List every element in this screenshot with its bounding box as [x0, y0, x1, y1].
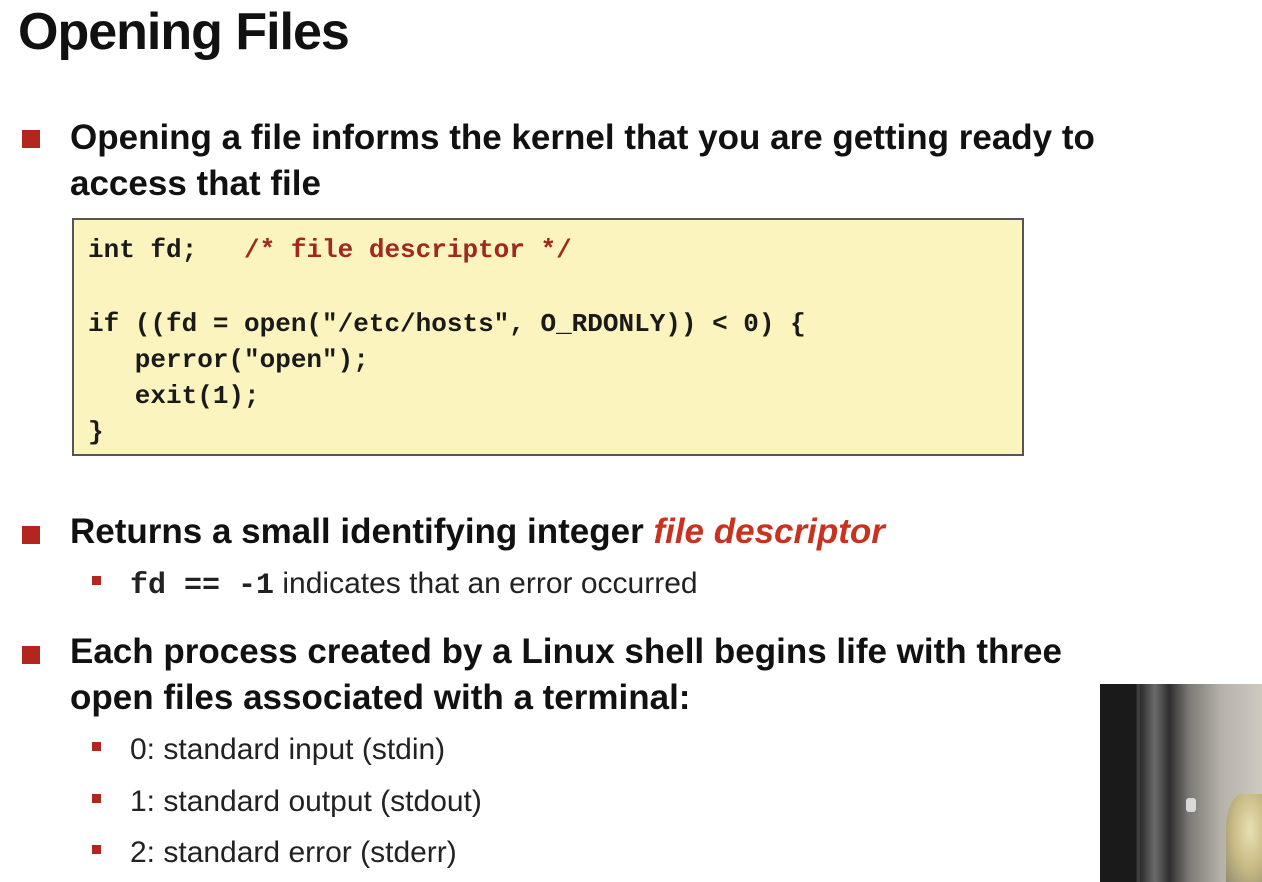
- bullet2-sub: fd == -1 indicates that an error occurre…: [130, 564, 698, 606]
- bullet2-prefix: Returns a small identifying integer: [70, 512, 654, 551]
- bullet1-line2: access that file: [70, 164, 321, 203]
- code-line-1-code: int fd;: [88, 235, 245, 265]
- bullet1-line1: Opening a file informs the kernel that y…: [70, 118, 1095, 157]
- bullet3-sub-stderr: 2: standard error (stderr): [130, 836, 457, 869]
- video-door-frame: [1140, 684, 1170, 882]
- bullet2-sub-text: indicates that an error occurred: [274, 567, 698, 600]
- bullet-square: [22, 646, 40, 664]
- video-speaker: [1226, 794, 1262, 882]
- sub-bullet-square: [92, 845, 101, 854]
- bullet3-line2: open files associated with a terminal:: [70, 678, 691, 717]
- code-line-4: exit(1);: [88, 381, 260, 411]
- bullet3-sub-stdin: 0: standard input (stdin): [130, 733, 446, 766]
- bullet2-emphasis: file descriptor: [653, 512, 885, 551]
- bullet2-text: Returns a small identifying integer file…: [70, 508, 885, 556]
- code-comment: /* file descriptor */: [244, 235, 572, 265]
- bullet-square: [22, 526, 40, 544]
- code-block: int fd; /* file descriptor */ if ((fd = …: [72, 218, 1024, 456]
- video-thumbnail: [1100, 684, 1262, 882]
- video-door-knob: [1186, 798, 1196, 812]
- code-line-1: int fd; /* file descriptor */: [88, 232, 572, 268]
- bullet3-line1: Each process created by a Linux shell be…: [70, 632, 1062, 671]
- sub-bullet-square: [92, 742, 101, 751]
- code-line-2: if ((fd = open("/etc/hosts", O_RDONLY)) …: [88, 309, 806, 339]
- slide-title: Opening Files: [18, 3, 350, 61]
- code-line-5: }: [88, 417, 104, 447]
- bullet-square: [22, 130, 40, 148]
- sub-bullet-square: [92, 576, 101, 585]
- bullet2-sub-code: fd == -1: [130, 569, 275, 603]
- bullet3-sub-stdout: 1: standard output (stdout): [130, 785, 482, 818]
- code-line-3: perror("open");: [88, 345, 369, 375]
- sub-bullet-square: [92, 794, 101, 803]
